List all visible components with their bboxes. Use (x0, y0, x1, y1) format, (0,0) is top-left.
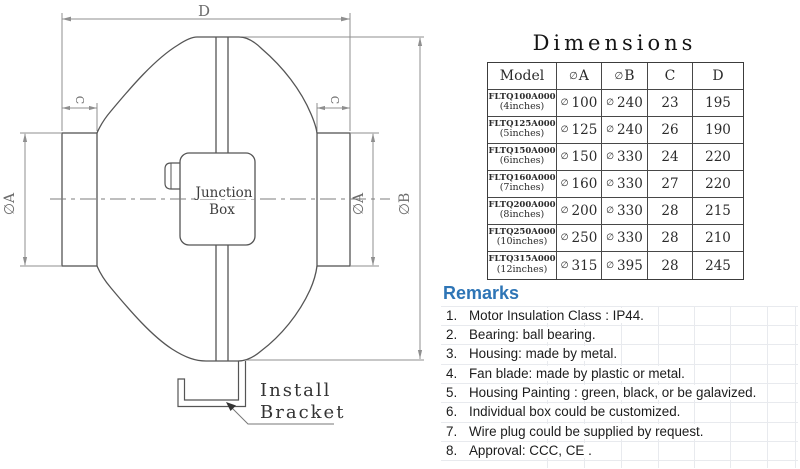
leader-line (227, 403, 334, 425)
remark-item: 6.Individual box could be customized. (441, 402, 800, 421)
install-bracket-label-line1: Install (260, 380, 331, 401)
cell-phi-a: ∅200 (557, 198, 602, 225)
table-row-model: FLTQ100A000(4inches) (488, 90, 557, 117)
table-title: Dimensions (532, 31, 697, 55)
junction-box-label-line2: Box (209, 202, 235, 218)
cell-d: 220 (693, 171, 743, 198)
dim-label-c-left: C (73, 96, 86, 104)
cell-phi-a: ∅150 (557, 144, 602, 171)
remark-item: 1.Motor Insulation Class : IP44. (441, 306, 800, 325)
table-row-model: FLTQ250A000(10inches) (488, 225, 557, 252)
cell-c: 28 (648, 198, 693, 225)
dim-label-phi-a-left: ∅A (2, 192, 18, 215)
leader-arrow (226, 402, 236, 411)
dim-label-d: D (198, 2, 210, 20)
junction-box-plug (164, 162, 180, 190)
cell-phi-a: ∅250 (557, 225, 602, 252)
dimensions-table: Model ∅A ∅B C D FLTQ100A000(4inches) ∅10… (487, 62, 744, 280)
cell-d: 190 (693, 117, 743, 144)
cell-d: 220 (693, 144, 743, 171)
table-row-model: FLTQ150A000(6inches) (488, 144, 557, 171)
body-bottom-curve (96, 265, 318, 362)
cell-d: 245 (705, 257, 731, 274)
cell-phi-b: ∅395 (602, 252, 648, 279)
fan-technical-drawing: Junction Box Install Bracket D C C ∅A ∅A… (2, 2, 424, 425)
cell-phi-a: ∅100 (557, 90, 602, 117)
table-row-model: FLTQ125A000(5inches) (488, 117, 557, 144)
junction-box-label-line1: Junction (194, 185, 253, 201)
remark-item: 4.Fan blade: made by plastic or metal. (441, 364, 800, 383)
remark-item: 2.Bearing: ball bearing. (441, 325, 800, 344)
diameter-symbol: ∅ (614, 70, 624, 82)
cell-phi-b: ∅330 (602, 198, 648, 225)
cell-d: 210 (693, 225, 743, 252)
cell-c: 26 (648, 117, 693, 144)
dim-label-phi-b: ∅B (397, 193, 413, 215)
cell-phi-b: ∅330 (602, 144, 648, 171)
remark-item: 5.Housing Painting : green, black, or be… (441, 383, 800, 402)
install-bracket-label-line2: Bracket (260, 402, 345, 423)
remarks-title: Remarks (443, 283, 524, 304)
table-row-model: FLTQ160A000(7inches) (488, 171, 557, 198)
table-row-model: FLTQ200A000(8inches) (488, 198, 557, 225)
cell-phi-a: ∅315 (557, 252, 602, 279)
col-header-model: Model (488, 63, 557, 90)
cell-phi-b: ∅240 (602, 117, 648, 144)
remark-item: 8.Approval: CCC, CE . (441, 441, 800, 460)
cell-phi-b: ∅330 (602, 225, 648, 252)
cell-d: 215 (693, 198, 743, 225)
cell-c: 24 (648, 144, 693, 171)
cell-c: 23 (648, 90, 693, 117)
fan-body-outline (61, 36, 351, 362)
cell-c: 27 (648, 171, 693, 198)
cell-phi-a: ∅160 (557, 171, 602, 198)
install-bracket (177, 361, 334, 425)
col-header-a: ∅A (557, 63, 602, 90)
text-backing (203, 203, 241, 217)
cell-c: 28 (648, 252, 693, 279)
col-header-c: C (648, 63, 693, 90)
dimension-arrowheads (22, 16, 423, 359)
diameter-symbol: ∅ (569, 70, 578, 82)
body-top-curve (96, 36, 318, 134)
cell-phi-a: ∅125 (557, 117, 602, 144)
remark-item: 3.Housing: made by metal. (441, 344, 800, 363)
text-backing (194, 186, 254, 199)
remark-item: 7.Wire plug could be supplied by request… (441, 422, 800, 441)
cell-d: 195 (693, 90, 743, 117)
dim-label-c-right: C (328, 96, 341, 104)
col-header-b: ∅B (602, 63, 648, 90)
col-header-d: D (693, 63, 743, 90)
cell-phi-b: ∅330 (602, 171, 648, 198)
cell-c: 28 (648, 225, 693, 252)
table-row-model: FLTQ315A000(12inches) (488, 252, 557, 279)
cell-phi-b: ∅240 (602, 90, 648, 117)
dim-label-phi-a-right: ∅A (351, 192, 367, 215)
